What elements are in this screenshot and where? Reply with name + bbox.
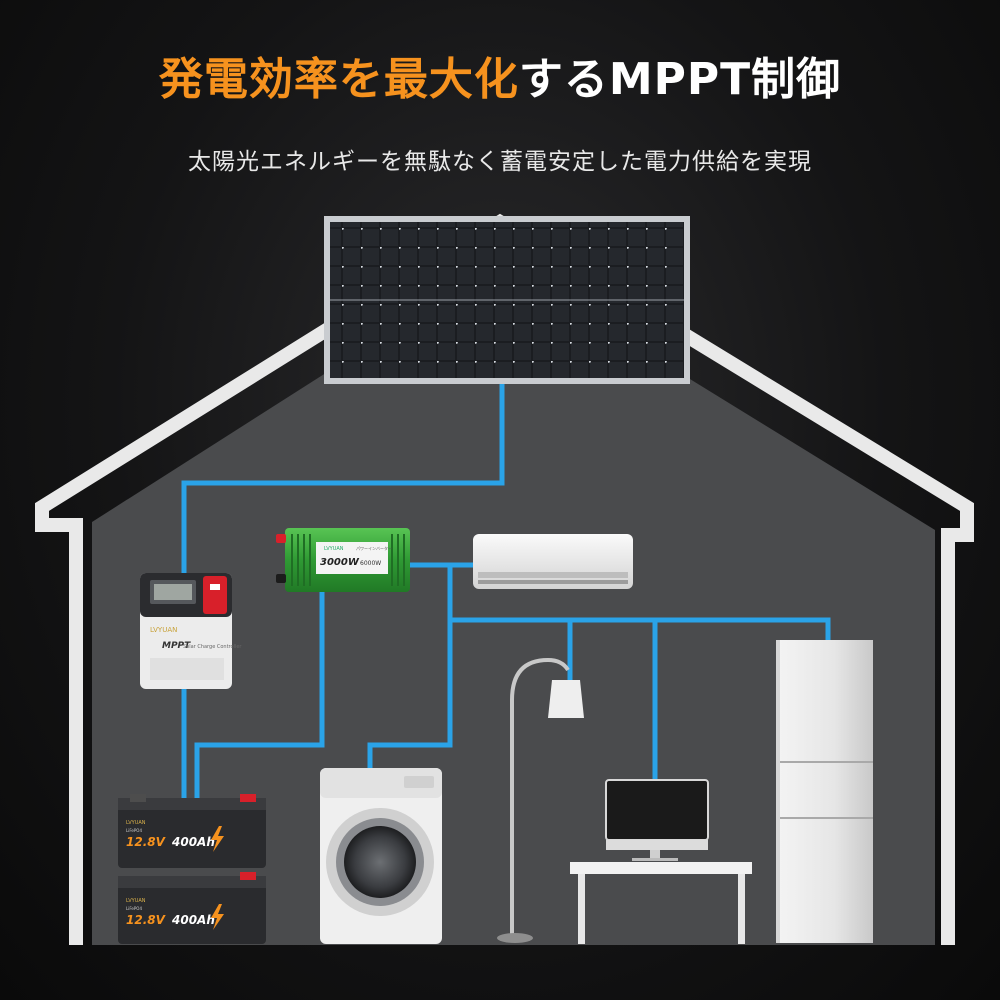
controller-model: MPPT [162,641,191,651]
floor-lamp [497,657,584,943]
headline: 発電効率を最大化するMPPT制御 [0,52,1000,108]
controller-brand: LVYUAN [150,626,177,634]
battery-capacity: 400Ah [171,913,215,927]
house-wall [92,262,935,945]
subtitle: 太陽光エネルギーを無駄なく蓄電安定した電力供給を実現 [188,149,812,175]
battery-brand: LVYUAN [126,820,146,826]
lightning-icon [211,904,224,930]
solar-panel [324,216,690,384]
cable-washer [367,562,453,773]
desk-monitor [570,779,752,944]
battery-bottom: LVYUAN LiFePO4 12.8V 400Ah [118,872,266,944]
battery-type: LiFePO4 [126,906,142,911]
controller-desc: Solar Charge Controller [183,644,242,650]
lightning-icon [211,826,224,852]
inverter-peak: 6000W [360,560,381,567]
battery-voltage: 12.8V [126,913,167,927]
charge-controller: LVYUAN MPPT Solar Charge Controller [140,573,242,689]
battery-capacity: 400Ah [171,835,215,849]
battery-voltage: 12.8V [126,835,167,849]
air-conditioner [473,534,633,589]
cable-inverter-battery [194,589,325,803]
battery-top: LVYUAN LiFePO4 12.8V 400Ah [118,794,266,868]
refrigerator [776,640,873,943]
inverter-brand: LVYUAN [324,546,344,552]
cable-panel-controller [181,377,505,583]
inverter: LVYUAN パワーインバーター 3000W 6000W [276,528,410,592]
washing-machine [320,768,442,944]
headline-highlight: 発電効率を最大化 [158,54,519,105]
cable-fridge [447,617,831,643]
battery-brand: LVYUAN [126,898,146,904]
battery-type: LiFePO4 [126,828,142,833]
inverter-rated: 3000W [320,557,360,568]
battery-stack: LVYUAN LiFePO4 12.8V 400Ah LVYUAN LiFePO… [118,794,266,944]
headline-rest: するMPPT制御 [518,54,842,105]
inverter-tag: パワーインバーター [356,545,392,551]
wiring [181,377,831,803]
